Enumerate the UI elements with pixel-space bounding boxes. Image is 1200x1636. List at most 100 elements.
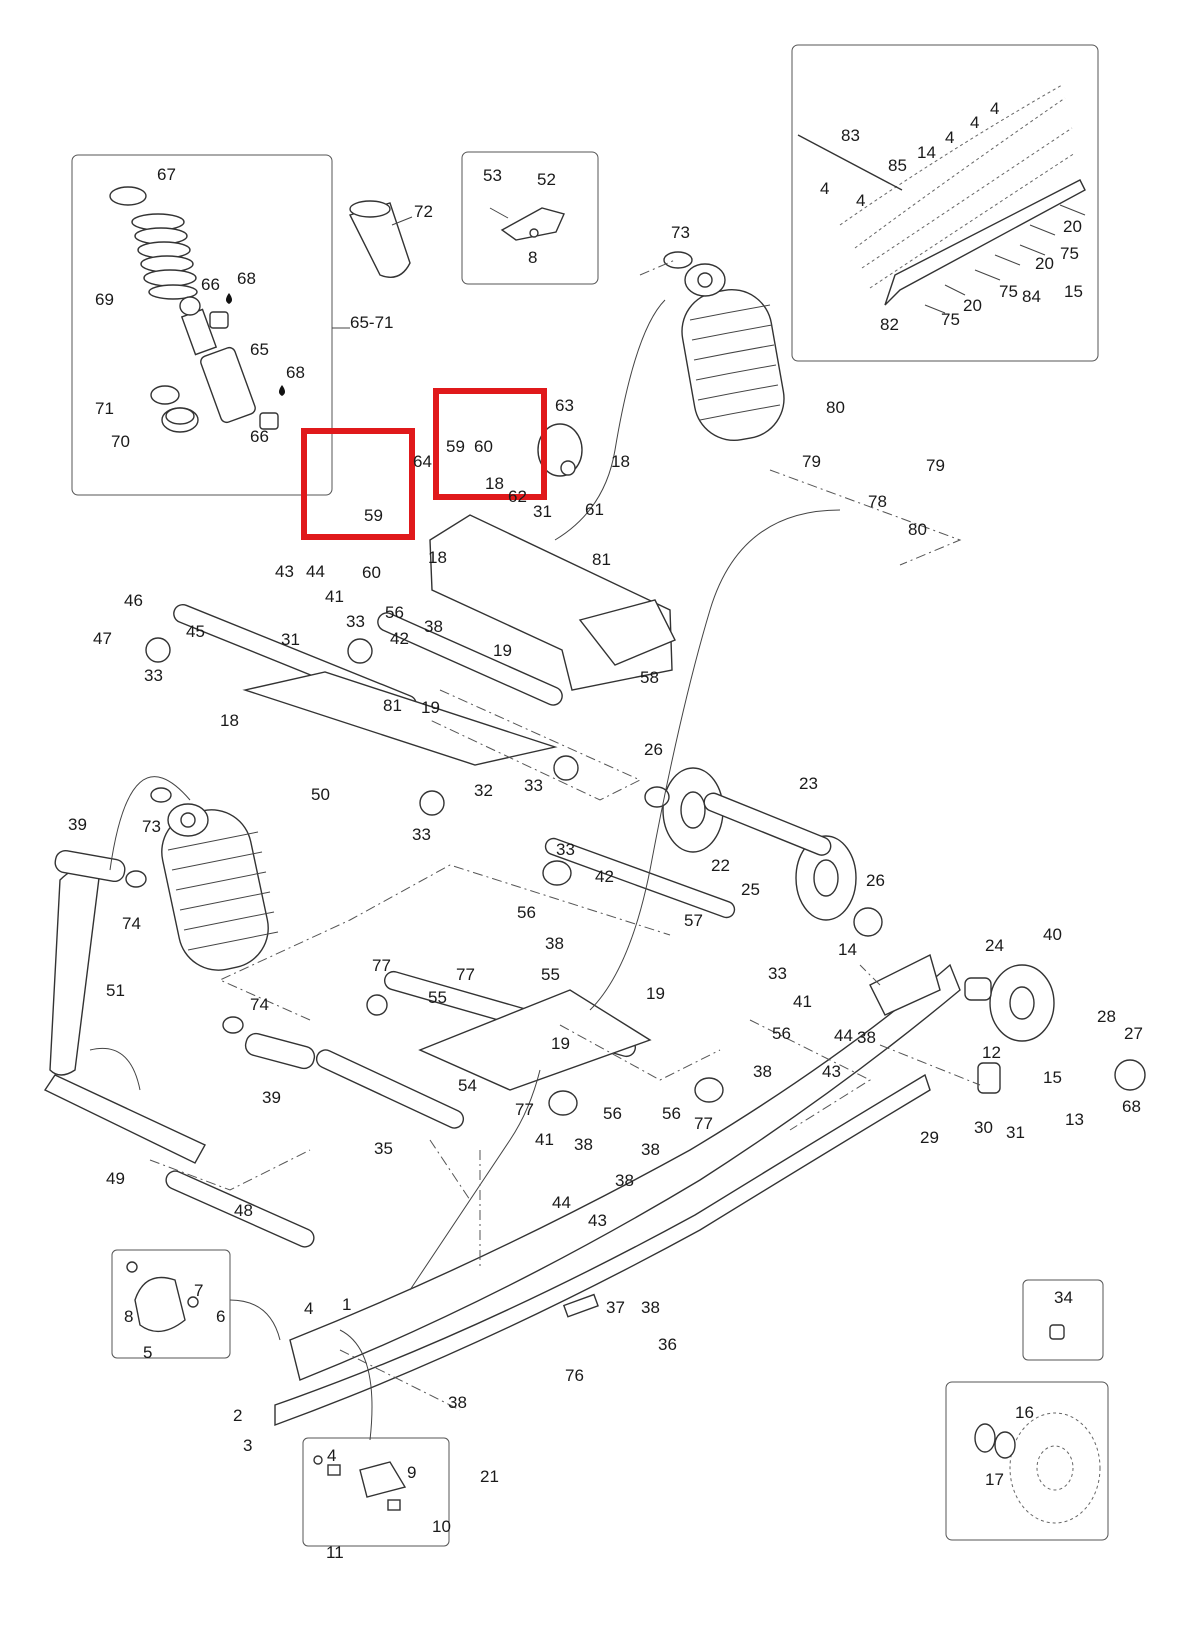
slide-rail-1 — [274, 953, 1001, 1427]
inset-frame-guide — [302, 1437, 450, 1547]
callout-75: 75 — [941, 310, 960, 329]
callout-37: 37 — [606, 1298, 625, 1317]
callout-84: 84 — [1022, 287, 1041, 306]
rear-wheel-40 — [964, 964, 1146, 1091]
callout-41: 41 — [793, 992, 812, 1011]
callout-2: 2 — [233, 1406, 242, 1425]
callout-57: 57 — [684, 911, 703, 930]
callout-55: 55 — [541, 965, 560, 984]
callout-68: 68 — [237, 269, 256, 288]
callout-31: 31 — [1006, 1123, 1025, 1142]
callout-38: 38 — [424, 617, 443, 636]
inset-frame-rail-detail — [791, 44, 1099, 362]
shock-kit-inset — [71, 154, 350, 496]
callout-79: 79 — [926, 456, 945, 475]
links-and-shafts — [43, 849, 465, 1248]
callout-61: 61 — [585, 500, 604, 519]
callout-38: 38 — [545, 934, 564, 953]
callout-11: 11 — [326, 1543, 344, 1562]
callout-80: 80 — [826, 398, 845, 417]
inset-frame-cover — [111, 1249, 231, 1359]
callout-38: 38 — [448, 1393, 467, 1412]
callout-41: 41 — [325, 587, 344, 606]
callout-19: 19 — [551, 1034, 570, 1053]
callout-38: 38 — [641, 1298, 660, 1317]
callout-81: 81 — [592, 550, 611, 569]
callout-labels: 67 69 66 68 65 68 71 70 66 65-71 72 53 5… — [68, 99, 1143, 1562]
callout-53: 53 — [483, 166, 502, 185]
callout-38: 38 — [641, 1140, 660, 1159]
reference-lines — [89, 259, 981, 1441]
callout-17: 17 — [985, 1470, 1004, 1489]
callout-39: 39 — [68, 815, 87, 834]
callout-74: 74 — [122, 914, 141, 933]
callout-77: 77 — [372, 956, 391, 975]
callout-48: 48 — [234, 1201, 253, 1220]
callout-43: 43 — [588, 1211, 607, 1230]
callout-4: 4 — [856, 191, 865, 210]
callout-66: 66 — [201, 275, 220, 294]
callout-4: 4 — [990, 99, 999, 118]
upper-arm-bracket-58 — [429, 423, 676, 691]
callout-38: 38 — [615, 1171, 634, 1190]
callout-47: 47 — [93, 629, 112, 648]
callout-50: 50 — [311, 785, 330, 804]
callout-19: 19 — [493, 641, 512, 660]
callout-19: 19 — [646, 984, 665, 1003]
callout-16: 16 — [1015, 1403, 1034, 1422]
callout-38: 38 — [753, 1062, 772, 1081]
callout-31: 31 — [281, 630, 300, 649]
callout-15: 15 — [1043, 1068, 1062, 1087]
callout-1: 1 — [342, 1295, 351, 1314]
callout-56: 56 — [517, 903, 536, 922]
callout-44: 44 — [552, 1193, 571, 1212]
callout-59: 59 — [364, 506, 383, 525]
callout-69: 69 — [95, 290, 114, 309]
callout-42: 42 — [595, 867, 614, 886]
callout-4: 4 — [945, 128, 954, 147]
callout-75: 75 — [1060, 244, 1079, 263]
callout-7: 7 — [194, 1281, 203, 1300]
front-arm-32 — [145, 603, 579, 816]
callout-73: 73 — [142, 817, 161, 836]
callout-83: 83 — [841, 126, 860, 145]
callout-28: 28 — [1097, 1007, 1116, 1026]
callout-15: 15 — [1064, 282, 1083, 301]
callout-8: 8 — [124, 1307, 133, 1326]
oil-drop-icon — [279, 385, 285, 396]
idler-wheels-23 — [644, 767, 883, 937]
callout-9: 9 — [407, 1463, 416, 1482]
callout-42: 42 — [390, 629, 409, 648]
callout-58: 58 — [640, 668, 659, 687]
callout-14: 14 — [838, 940, 857, 959]
callout-29: 29 — [920, 1128, 939, 1147]
callout-44: 44 — [306, 562, 325, 581]
front-shock-absorber — [663, 251, 785, 442]
callout-64: 64 — [413, 452, 432, 471]
callout-24: 24 — [985, 936, 1004, 955]
rear-shock-absorber — [150, 787, 279, 971]
callout-56: 56 — [603, 1104, 622, 1123]
callout-34: 34 — [1054, 1288, 1073, 1307]
callout-74: 74 — [250, 995, 269, 1014]
callout-38: 38 — [857, 1028, 876, 1047]
callout-75: 75 — [999, 282, 1018, 301]
callout-32: 32 — [474, 781, 493, 800]
callout-5: 5 — [143, 1343, 152, 1362]
inset-frame-bearing — [945, 1381, 1109, 1541]
cover-inset-5 — [111, 1249, 231, 1359]
callout-56: 56 — [772, 1024, 791, 1043]
callout-51: 51 — [106, 981, 125, 1000]
callout-68: 68 — [286, 363, 305, 382]
callout-18: 18 — [611, 452, 630, 471]
callout-82: 82 — [880, 315, 899, 334]
callout-23: 23 — [799, 774, 818, 793]
highlight-box-60 — [433, 388, 547, 500]
inset-frame-shock-kit — [71, 154, 333, 496]
callout-20: 20 — [1035, 254, 1054, 273]
rail-detail-inset — [791, 44, 1099, 362]
callout-13: 13 — [1065, 1110, 1084, 1129]
callout-77: 77 — [694, 1114, 713, 1133]
callout-27: 27 — [1124, 1024, 1143, 1043]
callout-8: 8 — [528, 248, 537, 267]
